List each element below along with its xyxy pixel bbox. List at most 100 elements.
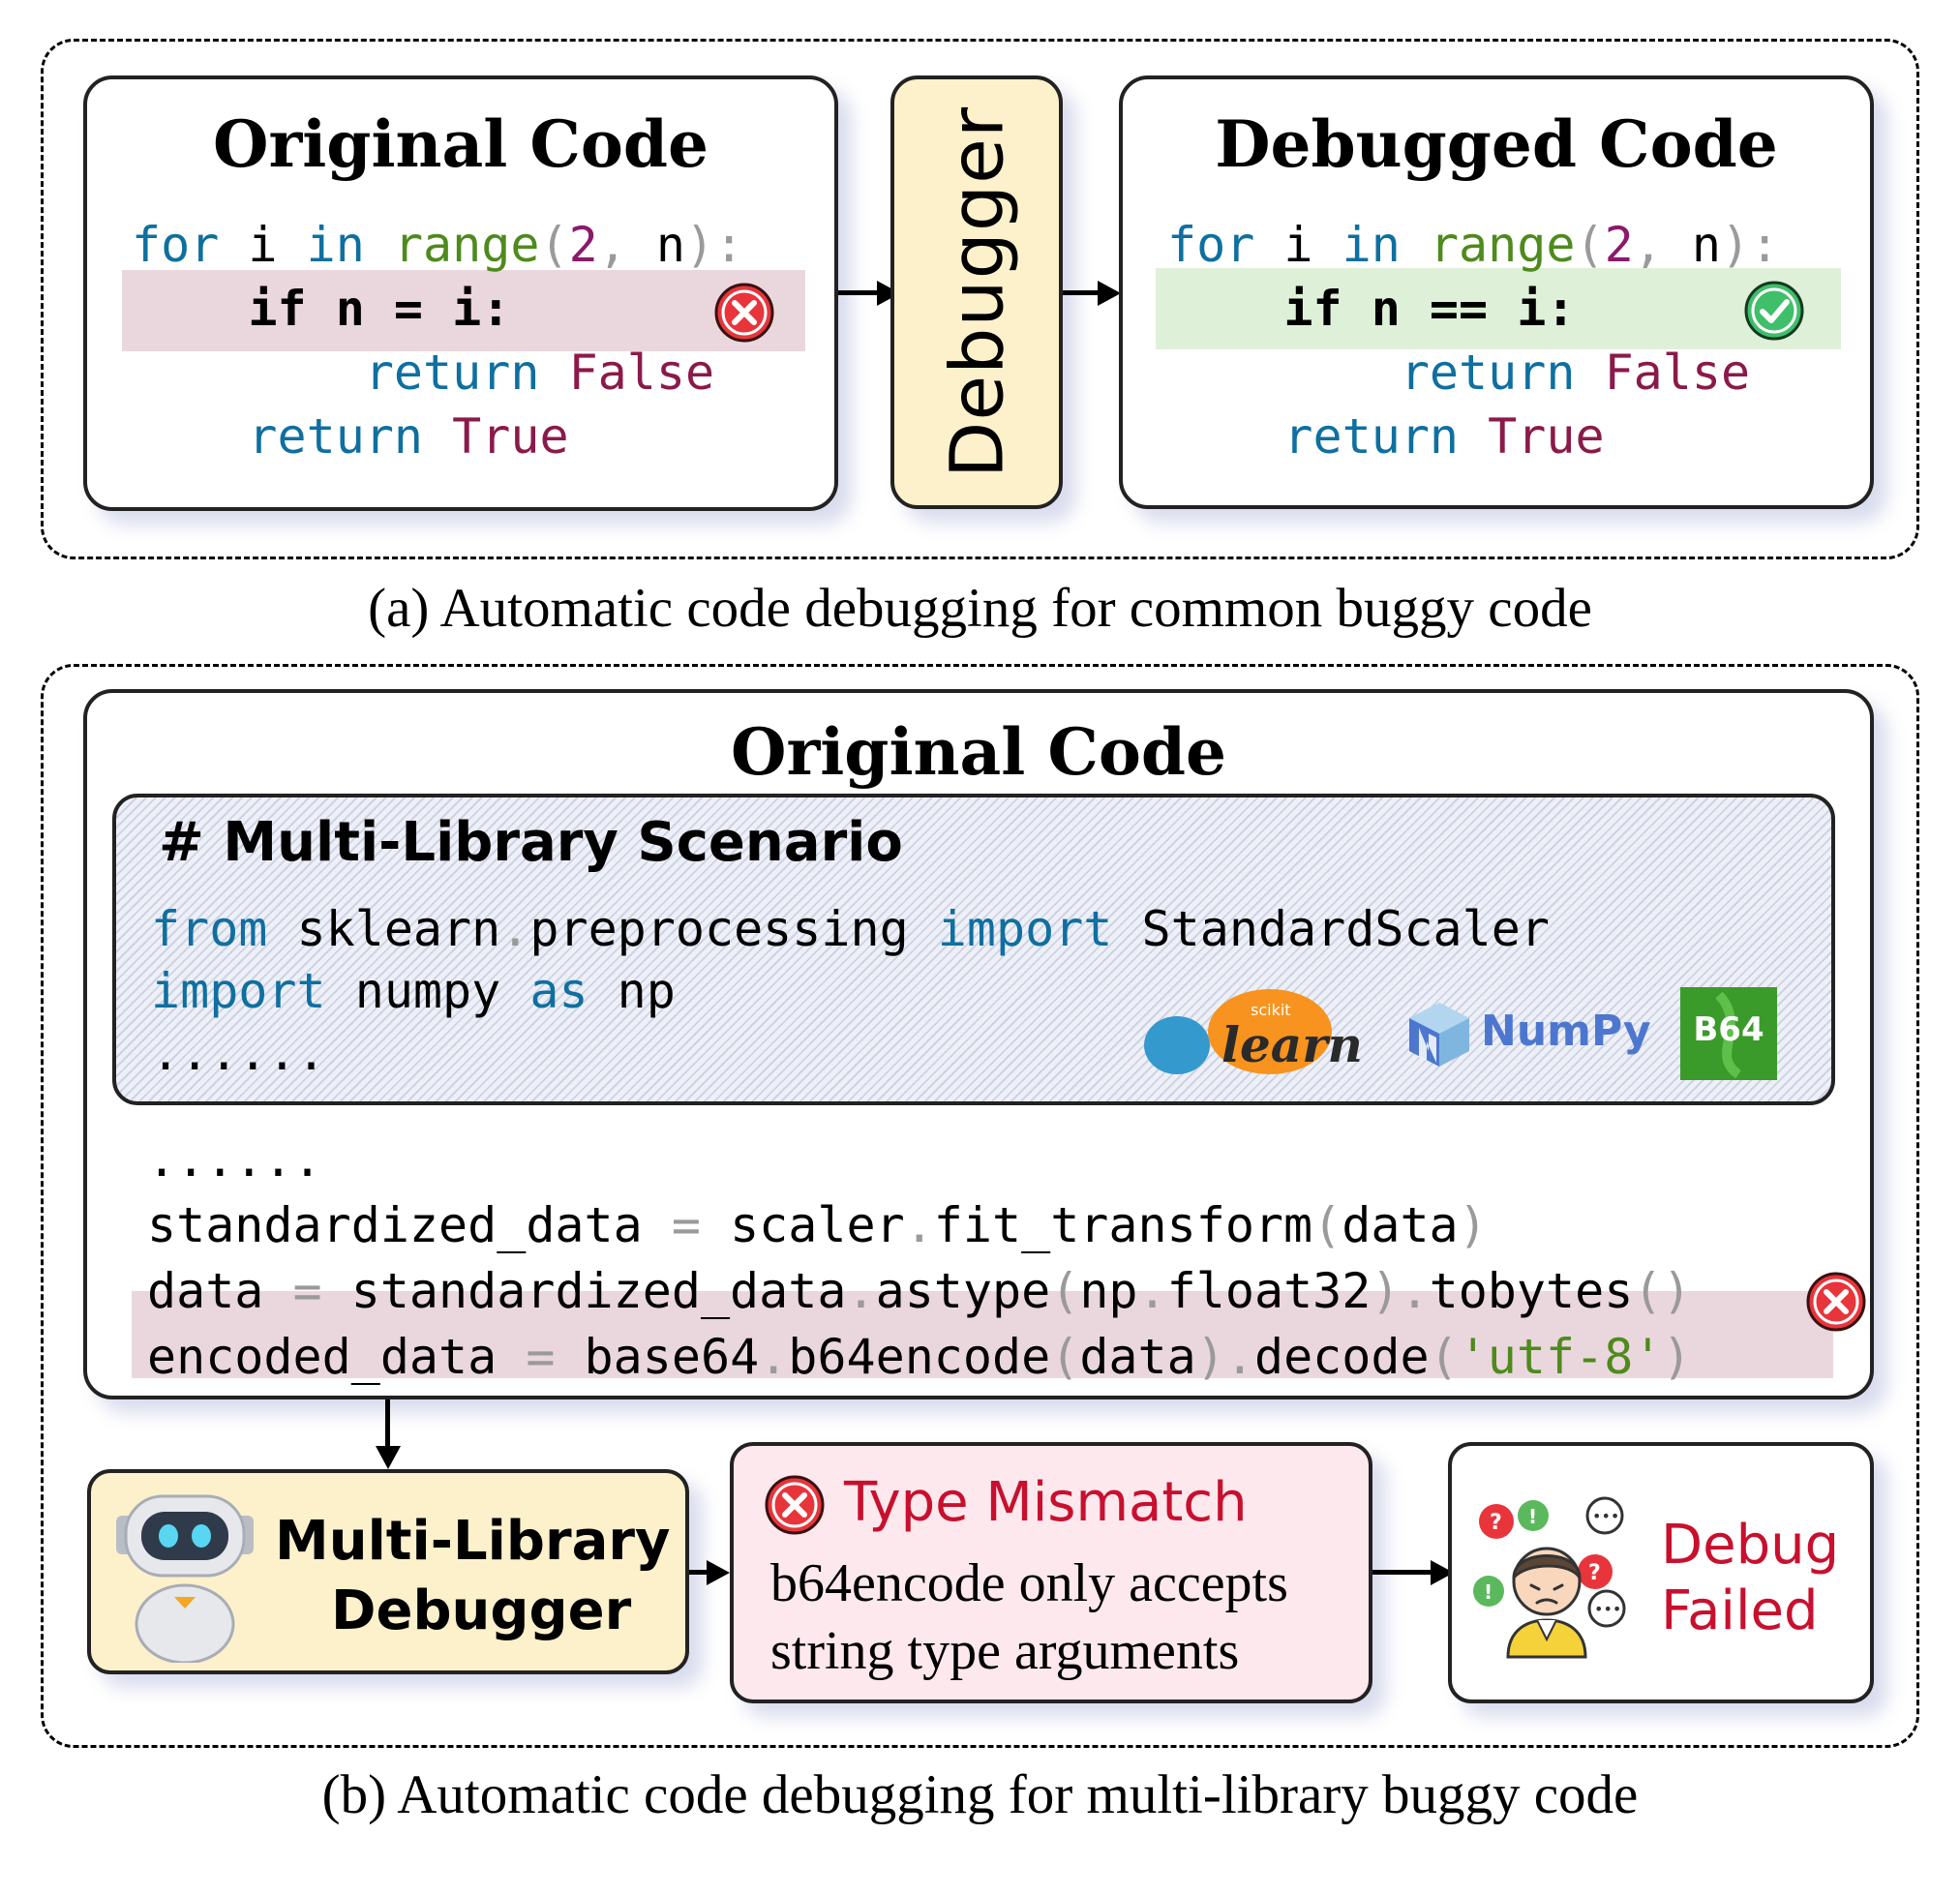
code-token: float32 xyxy=(1166,1263,1372,1319)
arrow-down xyxy=(385,1399,390,1452)
code-token xyxy=(423,408,452,465)
code-token: ( xyxy=(1050,1329,1080,1385)
code-token xyxy=(539,345,568,401)
code-token: as xyxy=(529,963,588,1019)
code-line: ...... xyxy=(147,1127,1692,1192)
debugged-code-box: Debugged Code for i in range(2, n): if n… xyxy=(1119,75,1874,509)
code-token xyxy=(1575,345,1604,401)
code-token: for xyxy=(1167,217,1255,273)
code-token: n xyxy=(655,217,686,273)
svg-text:•••: ••• xyxy=(1594,1600,1621,1618)
code-line: return True xyxy=(1167,405,1779,468)
b64-text: B64 xyxy=(1693,1010,1764,1049)
code-token: encoded_data xyxy=(147,1329,527,1385)
bug-line-highlight xyxy=(122,270,805,351)
code-token: fit_transform xyxy=(933,1197,1313,1253)
code-token xyxy=(365,217,394,273)
multi-library-code-box: Original Code # Multi-Library Scenario f… xyxy=(83,689,1874,1399)
ml-debugger-line2: Debugger xyxy=(331,1579,632,1642)
bug-line-highlight xyxy=(132,1291,1833,1378)
code-token: numpy xyxy=(325,963,530,1019)
code-line: data = standardized_data.astype(np.float… xyxy=(147,1258,1692,1324)
code-token: ( xyxy=(539,217,569,273)
code-token: sklearn xyxy=(267,901,501,957)
code-token: np xyxy=(588,963,676,1019)
code-token: ( xyxy=(1050,1263,1080,1319)
code-token: . xyxy=(759,1329,789,1385)
b64-logo: B64 xyxy=(1680,987,1777,1080)
arrow-to-result xyxy=(1372,1570,1436,1575)
svg-text:!: ! xyxy=(1484,1580,1493,1604)
code-token: if n == i: xyxy=(1283,281,1576,337)
arrow-head-icon xyxy=(1098,281,1121,306)
code-token xyxy=(1459,408,1488,465)
code-line: ...... xyxy=(151,1022,1550,1084)
code-line: import numpy as np xyxy=(151,960,1550,1022)
code-token: ...... xyxy=(151,1025,326,1081)
code-token: preprocessing xyxy=(529,901,938,957)
original-code-title: Original Code xyxy=(212,106,709,182)
code-line: for i in range(2, n): xyxy=(1167,213,1779,277)
code-token: i xyxy=(1254,217,1342,273)
numpy-logo: NumPy xyxy=(1403,993,1651,1076)
error-title: Type Mismatch xyxy=(844,1471,1248,1534)
code-token: from xyxy=(151,901,268,957)
original-code-box: Original Code for i in range(2, n): if n… xyxy=(83,75,838,511)
result-line2: Failed xyxy=(1661,1579,1819,1642)
code-line: for i in range(2, n): xyxy=(132,213,743,277)
code-token: n xyxy=(1691,217,1722,273)
numpy-cube-icon xyxy=(1409,1003,1469,1067)
code-indent xyxy=(1167,345,1401,401)
error-icon xyxy=(1806,1272,1866,1332)
sklearn-logo: scikit learn xyxy=(1142,987,1365,1084)
code-token: True xyxy=(1488,408,1605,465)
code-token: ) xyxy=(1195,1329,1225,1385)
arrow-to-debugged xyxy=(1063,290,1101,295)
error-line2: string type arguments xyxy=(770,1621,1240,1681)
code-token: = xyxy=(671,1197,701,1253)
arrow-head-icon xyxy=(1431,1560,1454,1585)
code-token: 2 xyxy=(1604,217,1634,273)
panel-b-frame xyxy=(41,664,1919,1748)
code-indent xyxy=(1167,281,1283,337)
code-token: True xyxy=(452,408,569,465)
caption-b: (b) Automatic code debugging for multi-l… xyxy=(321,1764,1639,1825)
scenario-box: # Multi-Library Scenario from sklearn.pr… xyxy=(112,794,1835,1105)
multi-library-code-title: Original Code xyxy=(730,714,1227,790)
code-line: return False xyxy=(1167,341,1779,405)
code-token: import xyxy=(937,901,1113,957)
arrow-head-icon xyxy=(707,1560,730,1585)
svg-text:?: ? xyxy=(1588,1561,1601,1585)
code-token: data xyxy=(1342,1197,1459,1253)
code-token: , xyxy=(597,217,656,273)
code-token: return xyxy=(1283,408,1460,465)
robot-icon xyxy=(116,1494,254,1663)
check-icon xyxy=(1744,281,1804,341)
debugged-code-title: Debugged Code xyxy=(1215,106,1778,182)
original-code-block: for i in range(2, n): if n = i: return F… xyxy=(132,213,743,468)
code-token: data xyxy=(147,1263,293,1319)
error-icon xyxy=(765,1475,825,1535)
code-token: standardized_data xyxy=(321,1263,847,1319)
code-indent xyxy=(1167,408,1283,465)
svg-text:•••: ••• xyxy=(1592,1507,1619,1525)
debugger-box: Debugger xyxy=(890,75,1063,509)
code-token: import xyxy=(151,963,326,1019)
code-token: ): xyxy=(685,217,744,273)
code-line: from sklearn.preprocessing import Standa… xyxy=(151,898,1550,960)
code-token: ) xyxy=(1662,1329,1692,1385)
code-token: if n = i: xyxy=(248,281,511,337)
code-token: ): xyxy=(1721,217,1780,273)
code-token: . xyxy=(846,1263,876,1319)
code-token: StandardScaler xyxy=(1112,901,1550,957)
code-token: in xyxy=(1342,217,1401,273)
code-line: standardized_data = scaler.fit_transform… xyxy=(147,1192,1692,1258)
code-token: scaler xyxy=(700,1197,905,1253)
code-token: ( xyxy=(1429,1329,1459,1385)
sklearn-small-text: scikit xyxy=(1251,1001,1291,1019)
code-token: 'utf-8' xyxy=(1458,1329,1663,1385)
multi-library-code-block: ......standardized_data = scaler.fit_tra… xyxy=(147,1127,1692,1390)
error-box: Type Mismatch b64encode only accepts str… xyxy=(730,1442,1372,1703)
error-line1: b64encode only accepts xyxy=(770,1553,1288,1613)
multi-library-debugger-box: Multi-Library Debugger xyxy=(87,1469,689,1674)
